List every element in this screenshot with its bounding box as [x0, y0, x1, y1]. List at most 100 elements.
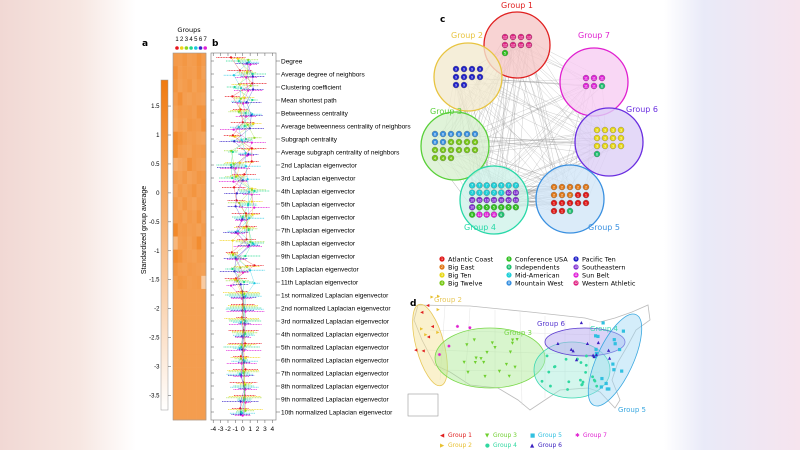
heatmap-cell — [197, 328, 202, 341]
team-node-label: 4 — [474, 148, 476, 152]
heatmap-cell — [187, 92, 192, 105]
heatmap-cell — [173, 53, 178, 66]
heatmap-cell — [197, 368, 202, 381]
feature-label: Clustering coefficient — [281, 85, 341, 92]
heatmap-cell — [178, 381, 183, 394]
team-node-label: 3 — [612, 144, 614, 148]
heatmap-cell — [197, 315, 202, 328]
group-number: 7 — [204, 37, 208, 43]
colorbar-tick-label: -1.5 — [149, 278, 160, 284]
heatmap-cell — [187, 53, 192, 66]
school-marker — [414, 349, 417, 352]
conference-legend-id: 10 — [574, 265, 578, 269]
team-node-label: 1 — [577, 201, 579, 205]
team-node-label: 9 — [455, 83, 457, 87]
feature-label: 7th Laplacian eigenvector — [281, 228, 356, 235]
group-label: Group 7 — [578, 31, 610, 40]
heatmap-cell — [178, 407, 183, 420]
heatmap-cell — [173, 237, 178, 250]
map-legend-marker: ● — [485, 443, 490, 449]
heatmap-cell — [187, 368, 192, 381]
heatmap-cell — [173, 119, 178, 132]
group-number: 2 — [180, 37, 184, 43]
heatmap-cell — [192, 315, 197, 328]
heatmap-cell — [192, 105, 197, 118]
panel-a-label: a — [142, 39, 148, 49]
team-node-label: 1 — [569, 201, 571, 205]
heatmap-cell — [178, 263, 183, 276]
heatmap-cell — [197, 223, 202, 236]
team-node-label: 3 — [596, 136, 598, 140]
heatmap-cell — [178, 92, 183, 105]
heatmap-cell — [187, 132, 192, 145]
team-node-label: 9 — [479, 67, 481, 71]
conference-legend-label: Pacific Ten — [582, 255, 616, 263]
heatmap-cell — [178, 119, 183, 132]
feature-label: 3rd normalized Laplacian eigenvector — [281, 319, 390, 326]
group-number: 3 — [185, 37, 189, 43]
heatmap-cell — [192, 132, 197, 145]
feature-label: Average subgraph centrality of neighbors — [281, 150, 400, 157]
heatmap-cell — [178, 394, 183, 407]
heatmap-cell — [197, 79, 202, 92]
x-tick-label: 4 — [270, 426, 274, 433]
heatmap-cell — [201, 79, 206, 92]
school-marker — [614, 342, 617, 345]
heatmap-cell — [178, 184, 183, 197]
team-node-label: 1 — [561, 209, 563, 213]
x-tick-label: -3 — [218, 426, 224, 433]
heatmap-cell — [187, 197, 192, 210]
team-node-label: 1 — [585, 193, 587, 197]
heatmap-cell — [178, 276, 183, 289]
heatmap-cell — [187, 210, 192, 223]
heatmap-cell — [187, 119, 192, 132]
heatmap-cell — [201, 315, 206, 328]
heatmap-cell — [192, 341, 197, 354]
heatmap-cell — [182, 354, 187, 367]
team-node-label: 4 — [458, 148, 460, 152]
heatmap-cell — [173, 158, 178, 171]
team-node-label: 10 — [499, 198, 503, 202]
team-node-label: 4 — [450, 156, 452, 160]
heatmap-cell — [182, 289, 187, 302]
heatmap-cell — [187, 66, 192, 79]
heatmap-cell — [197, 289, 202, 302]
feature-label: 11th Laplacian eigenvector — [281, 280, 359, 287]
heatmap-cell — [197, 407, 202, 420]
heatmap-cell — [201, 263, 206, 276]
team-node-label: 5 — [515, 206, 517, 210]
team-node-label: 7 — [500, 184, 502, 188]
heatmap-cell — [187, 302, 192, 315]
heatmap-cell — [187, 328, 192, 341]
heatmap-cell — [173, 328, 178, 341]
heatmap-cell — [192, 276, 197, 289]
team-node-label: 1 — [553, 209, 555, 213]
team-node-label: 8 — [442, 140, 444, 144]
team-node-label: 2 — [561, 193, 563, 197]
conference-legend-id: 1 — [441, 257, 443, 261]
heatmap-cell — [197, 119, 202, 132]
heatmap-cell — [173, 250, 178, 263]
group-label: Group 1 — [501, 1, 533, 10]
team-node-label: 10 — [477, 198, 481, 202]
team-node-label: 2 — [561, 185, 563, 189]
feature-label: Subgraph centrality — [281, 137, 338, 144]
heatmap-cell — [197, 197, 202, 210]
heatmap-cell — [182, 223, 187, 236]
team-node-label: 11 — [478, 213, 482, 217]
heatmap-cell — [201, 341, 206, 354]
heatmap-cell — [178, 132, 183, 145]
team-node-label: 6 — [500, 213, 502, 217]
school-marker — [591, 375, 594, 378]
conference-legend-id: 6 — [508, 265, 510, 269]
heatmap-cell — [192, 145, 197, 158]
team-node-label: 4 — [474, 140, 476, 144]
heatmap-cell — [192, 66, 197, 79]
heatmap-cell — [182, 237, 187, 250]
heatmap-cell — [201, 92, 206, 105]
heatmap-cell — [201, 368, 206, 381]
group-circle — [575, 108, 643, 176]
colorbar-tick-label: -3 — [154, 365, 160, 371]
